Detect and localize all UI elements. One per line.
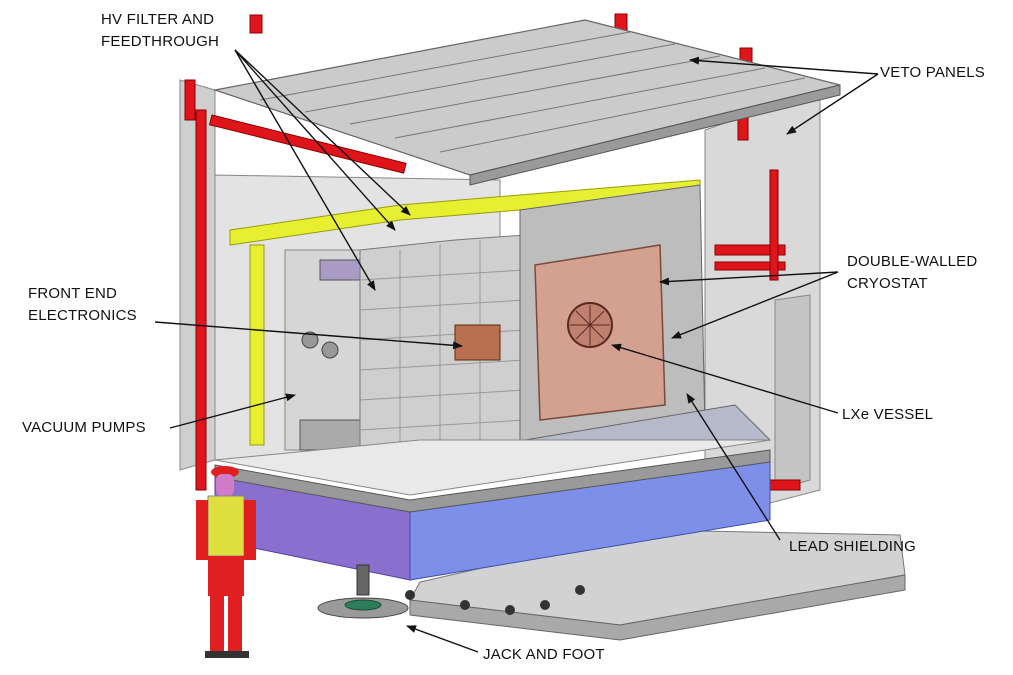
label-hv-filter-line2: FEEDTHROUGH	[101, 33, 220, 50]
label-double-walled-line1: DOUBLE-WALLED	[847, 253, 978, 270]
base-platform	[214, 439, 771, 581]
label-lxe-vessel: LXe VESSEL	[842, 406, 934, 423]
pointer-lines	[154, 49, 879, 653]
lead-shielding-stack	[359, 234, 526, 476]
jack-foot	[317, 564, 409, 619]
label-hv-filter-line1: HV FILTER AND	[101, 11, 215, 28]
label-vacuum-pumps: VACUUM PUMPS	[22, 419, 146, 436]
label-double-walled-line2: CRYOSTAT	[847, 275, 928, 292]
label-front-end-line1: FRONT END	[28, 285, 118, 302]
wheels	[405, 585, 585, 615]
label-front-end-line2: ELECTRONICS	[28, 307, 137, 324]
roof-veto-panels	[212, 19, 841, 186]
red-frame	[184, 13, 801, 491]
person-figure	[196, 466, 256, 658]
label-lead-shielding: LEAD SHIELDING	[789, 538, 917, 555]
label-veto-panels: VETO PANELS	[880, 64, 986, 81]
label-jack-and-foot: JACK AND FOOT	[483, 646, 605, 663]
cryostat	[519, 184, 706, 446]
